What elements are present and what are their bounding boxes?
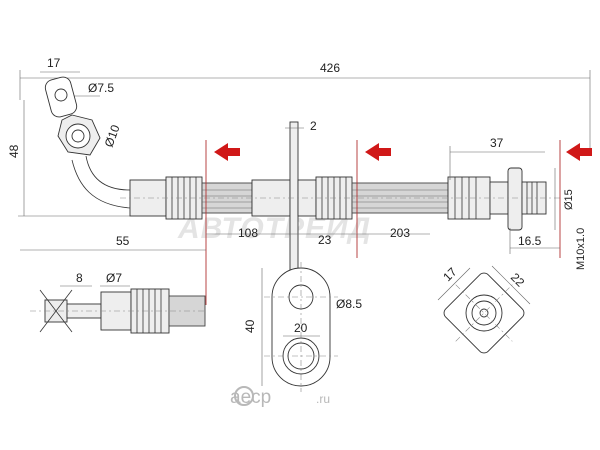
dim-17-eye: 17 [47,56,61,70]
section-arrow-2 [365,143,391,161]
right-fitting [447,167,547,231]
dim-22: 22 [508,270,528,290]
dim-plate-hole: Ø8.5 [336,297,362,311]
dim-203: 203 [390,226,410,240]
nut-end-view [443,272,525,354]
dim-16-5: 16.5 [518,234,542,248]
side-view [30,288,206,334]
dim-40: 40 [243,319,257,333]
dim-fitting-dia: Ø10 [102,123,123,149]
bracket-plate-view [264,262,338,392]
dim-108: 108 [238,226,258,240]
dim-eye-hole: Ø7.5 [88,81,114,95]
dim-end-dia: Ø15 [563,189,575,210]
dim-thread: M10x1.0 [575,228,587,270]
dim-20: 20 [294,321,308,335]
logo-text: aecp [230,387,271,408]
section-arrow-3 [566,143,592,161]
logo-suffix: .ru [316,392,330,406]
section-arrow-1 [214,143,240,161]
dim-23: 23 [318,233,332,247]
dim-side-dia: Ø7 [106,271,122,285]
dim-2: 2 [310,119,317,133]
aecp-logo: aecp .ru [230,386,330,408]
dim-8: 8 [76,271,83,285]
banjo-fitting [44,76,131,209]
dim-55: 55 [116,234,130,248]
dim-37: 37 [490,136,504,150]
dim-48: 48 [7,144,21,158]
dim-426: 426 [320,61,340,75]
middle-bracket [251,121,353,273]
